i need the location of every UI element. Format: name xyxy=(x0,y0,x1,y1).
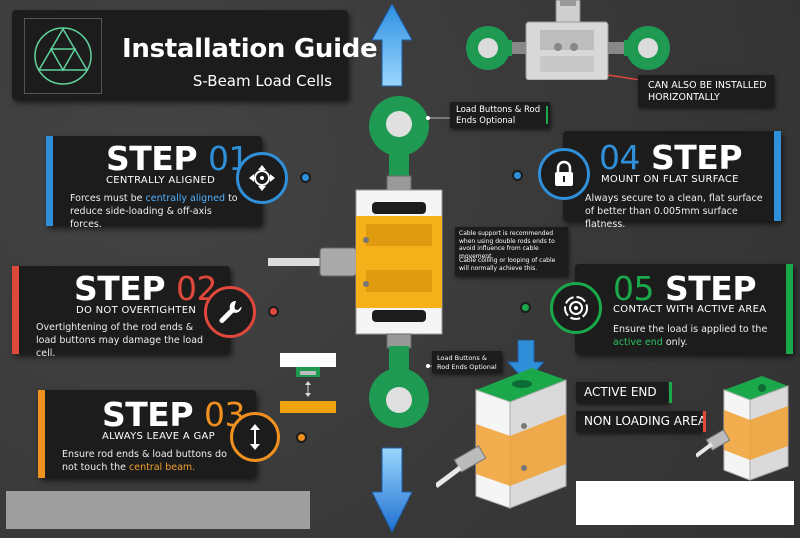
step-01-heading: STEP 01 xyxy=(106,139,250,178)
step-03-heading: STEP 03 xyxy=(102,395,246,434)
step-02-card: STEP 02 DO NOT OVERTIGHTEN Overtightenin… xyxy=(12,266,230,359)
step-01-dot xyxy=(300,172,311,183)
step-02-dot xyxy=(268,306,279,317)
load-buttons-top-text: Load Buttons & Rod Ends Optional xyxy=(456,105,541,126)
page-subtitle: S-Beam Load Cells xyxy=(192,72,332,90)
step-02-description: Overtightening of the rod ends & load bu… xyxy=(36,322,204,359)
load-buttons-top-note: Load Buttons & Rod Ends Optional xyxy=(450,102,550,128)
step-03-word: STEP xyxy=(102,395,194,434)
step-01-word: STEP xyxy=(106,139,198,178)
step-03-description: Ensure rod ends & load buttons do not to… xyxy=(62,449,227,473)
step-02-accent xyxy=(12,266,19,354)
step-05-highlight: active end xyxy=(613,337,663,348)
target-icon xyxy=(564,296,588,320)
step-02-heading: STEP 02 xyxy=(74,269,218,308)
step-02-icon-circle xyxy=(204,286,256,338)
step-01-subtitle: CENTRALLY ALIGNED xyxy=(106,175,216,186)
step-01-highlight: centrally aligned xyxy=(145,193,226,204)
step-05-dot xyxy=(520,302,531,313)
cable-support-text: Cable support is recommended when using … xyxy=(459,230,555,260)
cable-coiling-text: Cable coiling or looping of cable will n… xyxy=(459,257,556,272)
step-03-card: STEP 03 ALWAYS LEAVE A GAP Ensure rod en… xyxy=(38,390,256,478)
non-loading-accent xyxy=(703,411,706,432)
crosshair-arrows-icon xyxy=(249,165,275,191)
step-03-highlight: central beam. xyxy=(129,462,196,473)
step-04-card: 04 STEP MOUNT ON FLAT SURFACE Always sec… xyxy=(563,131,781,230)
horizontal-note-text: CAN ALSO BE INSTALLED HORIZONTALLY xyxy=(648,80,767,103)
active-end-accent xyxy=(669,382,672,403)
load-buttons-bottom-note: Load Buttons & Rod Ends Optional xyxy=(432,351,502,373)
lock-icon xyxy=(555,160,573,186)
step-01-description: Forces must be centrally aligned to redu… xyxy=(70,193,238,230)
step-05-accent xyxy=(786,264,793,354)
active-end-label: ACTIVE END xyxy=(576,382,672,403)
active-end-text: ACTIVE END xyxy=(584,385,657,399)
wrench-icon xyxy=(219,300,242,323)
note-accent xyxy=(546,106,548,124)
step-03-subtitle: ALWAYS LEAVE A GAP xyxy=(102,431,216,442)
step-04-word: STEP xyxy=(651,138,743,177)
step-05-subtitle: CONTACT WITH ACTIVE AREA xyxy=(613,304,767,315)
step-01-card: STEP 01 CENTRALLY ALIGNED Forces must be… xyxy=(46,136,262,230)
triangle-circle-logo xyxy=(24,18,102,94)
step-03-icon-circle xyxy=(230,412,280,462)
step-04-subtitle: MOUNT ON FLAT SURFACE xyxy=(601,174,739,185)
step-04-description: Always secure to a clean, flat surface o… xyxy=(585,193,763,230)
step-05-description: Ensure the load is applied to the active… xyxy=(613,324,768,348)
s-beam-load-cell-illustration xyxy=(268,2,450,534)
step-04-accent xyxy=(774,131,781,221)
step-05-icon-circle xyxy=(550,282,602,334)
step-04-icon-circle xyxy=(538,148,590,200)
gap-arrows-icon xyxy=(250,424,260,450)
step-03-accent xyxy=(38,390,45,478)
non-loading-illustration xyxy=(696,376,789,481)
step-05-card: 05 STEP CONTACT WITH ACTIVE AREA Ensure … xyxy=(575,264,793,354)
step-03-dot xyxy=(296,432,307,443)
step-05-word: STEP xyxy=(665,269,757,308)
title-panel: Installation Guide S-Beam Load Cells xyxy=(12,10,378,100)
step-04-number: 04 xyxy=(599,138,641,177)
step-02-word: STEP xyxy=(74,269,166,308)
step-05-heading: 05 STEP xyxy=(613,269,757,308)
non-loading-text: NON LOADING AREA xyxy=(584,414,707,428)
gap-illustration xyxy=(280,353,336,413)
cable-support-note: Cable support is recommended when using … xyxy=(455,227,568,276)
gray-placeholder-block xyxy=(6,491,310,529)
page-title: Installation Guide xyxy=(122,34,378,64)
step-01-accent xyxy=(46,136,53,226)
white-placeholder-block xyxy=(576,481,794,525)
load-buttons-bottom-text: Load Buttons & Rod Ends Optional xyxy=(437,354,497,371)
step-01-icon-circle xyxy=(236,152,288,204)
horizontal-note: CAN ALSO BE INSTALLED HORIZONTALLY xyxy=(638,75,774,107)
horizontal-load-cell-illustration xyxy=(466,0,670,80)
active-end-illustration xyxy=(436,340,567,509)
step-04-dot xyxy=(512,170,523,181)
step-04-heading: 04 STEP xyxy=(599,138,743,177)
step-02-subtitle: DO NOT OVERTIGHTEN xyxy=(76,305,197,316)
step-05-number: 05 xyxy=(613,269,655,308)
non-loading-label: NON LOADING AREA xyxy=(576,411,706,432)
